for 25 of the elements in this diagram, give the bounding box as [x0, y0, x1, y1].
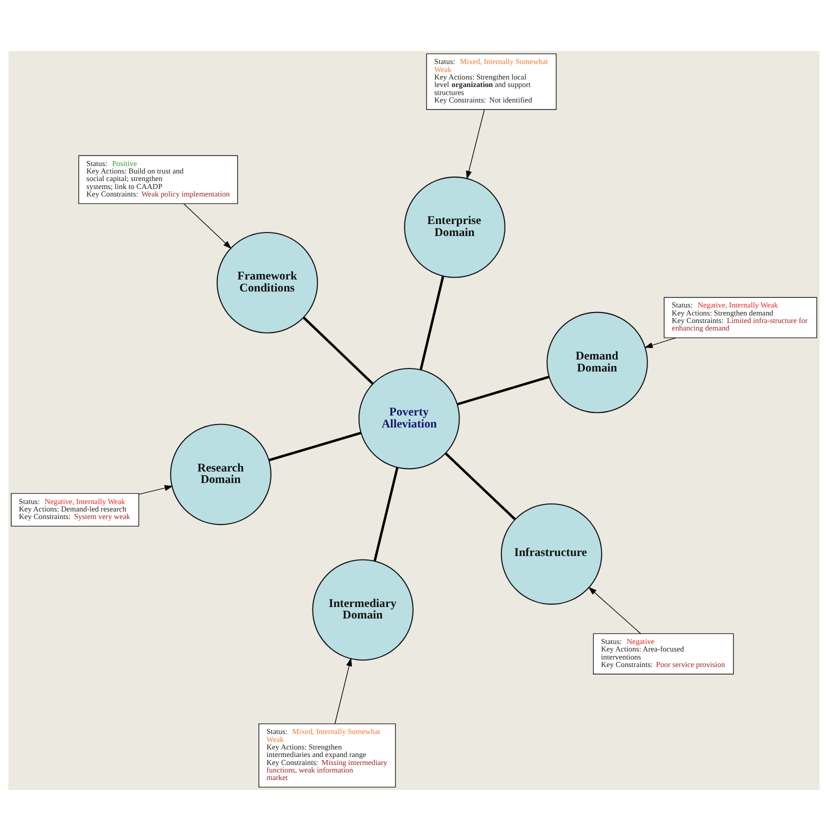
node-box: Status: Negative, Internally Weak Key Actions: Demand-led research Key Constraints: System very weak [10, 492, 140, 526]
node-box: Status: Mixed, Internally Somewhat Weak Key Actions: Strengthen intermediaries and expand range Key Constraints: Missing intermediary functions, weak information market [258, 722, 396, 788]
connector [420, 275, 444, 370]
arrow [588, 586, 642, 634]
connector [457, 375, 550, 405]
node-box: Status: Negative, Internally Weak Key Actions: Strengthen demand Key Constraints: Limited infra-structure for enhancing demand [664, 296, 818, 338]
connector [444, 452, 516, 520]
node-box: Status: Negative Key Actions: Area-focused interventions Key Constraints: Poor service provision [593, 632, 734, 674]
node-circle: Enterprise Domain [404, 176, 506, 278]
node-circle: Poverty Alleviation [358, 367, 460, 469]
arrow [183, 202, 232, 248]
node-circle: Demand Domain [546, 311, 648, 413]
arrow [466, 108, 485, 179]
node-circle: Framework Conditions [216, 232, 318, 333]
node-circle: Research Domain [170, 423, 272, 525]
node-circle: Infrastructure [500, 502, 602, 604]
node-circle: Intermediary Domain [312, 558, 414, 660]
node-box: Status: Positive Key Actions: Build on trust and social capital; strengthen systems; link to CAADP Key Constraints: Weak policy implementation [78, 154, 238, 204]
arrow [644, 336, 676, 348]
arrow [334, 657, 352, 724]
arrow [138, 484, 174, 494]
connector [302, 316, 374, 384]
node-box: Status: Mixed, Internally Somewhat Weak Key Actions: Strengthen local level organization and support structures Key Constraints: Not identified [426, 52, 557, 110]
connector [268, 431, 362, 461]
connector [374, 466, 399, 561]
